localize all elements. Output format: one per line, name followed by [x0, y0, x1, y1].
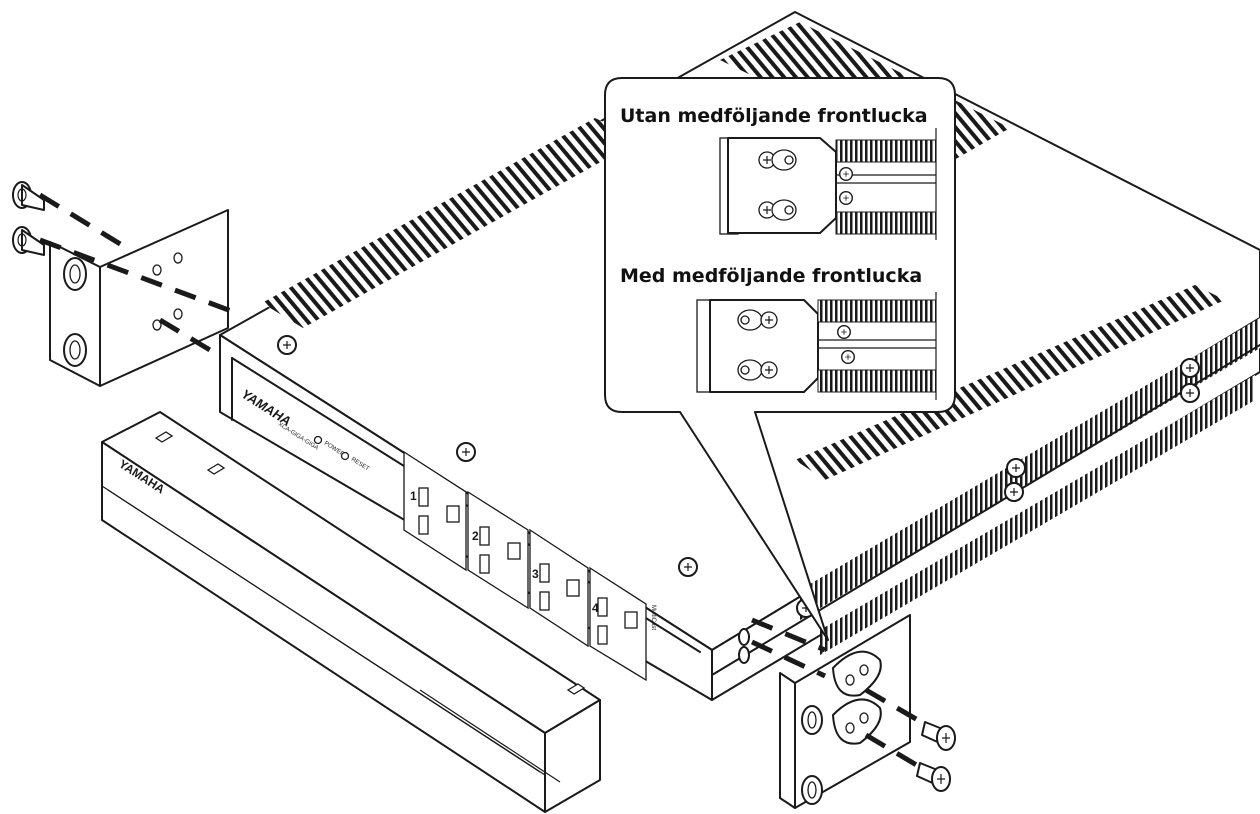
- port-number-2: 2: [472, 529, 479, 543]
- side-screw-icon: [1180, 358, 1200, 378]
- screw-icon: [12, 226, 45, 256]
- front-cover-icon: YAMAHA: [101, 411, 601, 813]
- chassis-screw-icon: [456, 442, 476, 462]
- side-screw-icon: [1180, 383, 1200, 403]
- detail-without-cover: [719, 128, 937, 240]
- port-group-1: 1: [403, 450, 467, 572]
- port-group-2: 2: [467, 490, 529, 610]
- screw-icon: [916, 762, 951, 792]
- detail-callout: Utan medföljande frontlucka Med medfölja…: [604, 77, 956, 641]
- chassis-screw-icon: [277, 335, 297, 355]
- side-vent-fins: [800, 318, 1260, 620]
- port-number-1: 1: [410, 489, 417, 503]
- side-screw-icon: [1004, 482, 1024, 502]
- side-vent-fins-lower: [820, 375, 1255, 655]
- callout-heading-with-cover: Med medföljande frontlucka: [620, 265, 922, 287]
- rack-ear-left-icon: [38, 192, 243, 387]
- port-group-3: 3: [529, 528, 589, 648]
- port-group-4: 4: [589, 566, 647, 682]
- callout-heading-without-cover: Utan medföljande frontlucka: [620, 105, 928, 127]
- top-vent-grille-rear: [795, 285, 1225, 480]
- port-number-3: 3: [532, 567, 539, 581]
- device-side-logo: MultiCast: [650, 605, 656, 630]
- top-vent-grille-left: [262, 118, 640, 328]
- screw-icon: [921, 721, 956, 751]
- screw-icon: [12, 181, 45, 211]
- port-number-4: 4: [592, 601, 599, 615]
- detail-with-cover: [696, 292, 937, 400]
- chassis-screw-icon: [678, 557, 698, 577]
- side-screw-icon: [1006, 458, 1026, 478]
- rack-ear-right-icon: [750, 614, 937, 809]
